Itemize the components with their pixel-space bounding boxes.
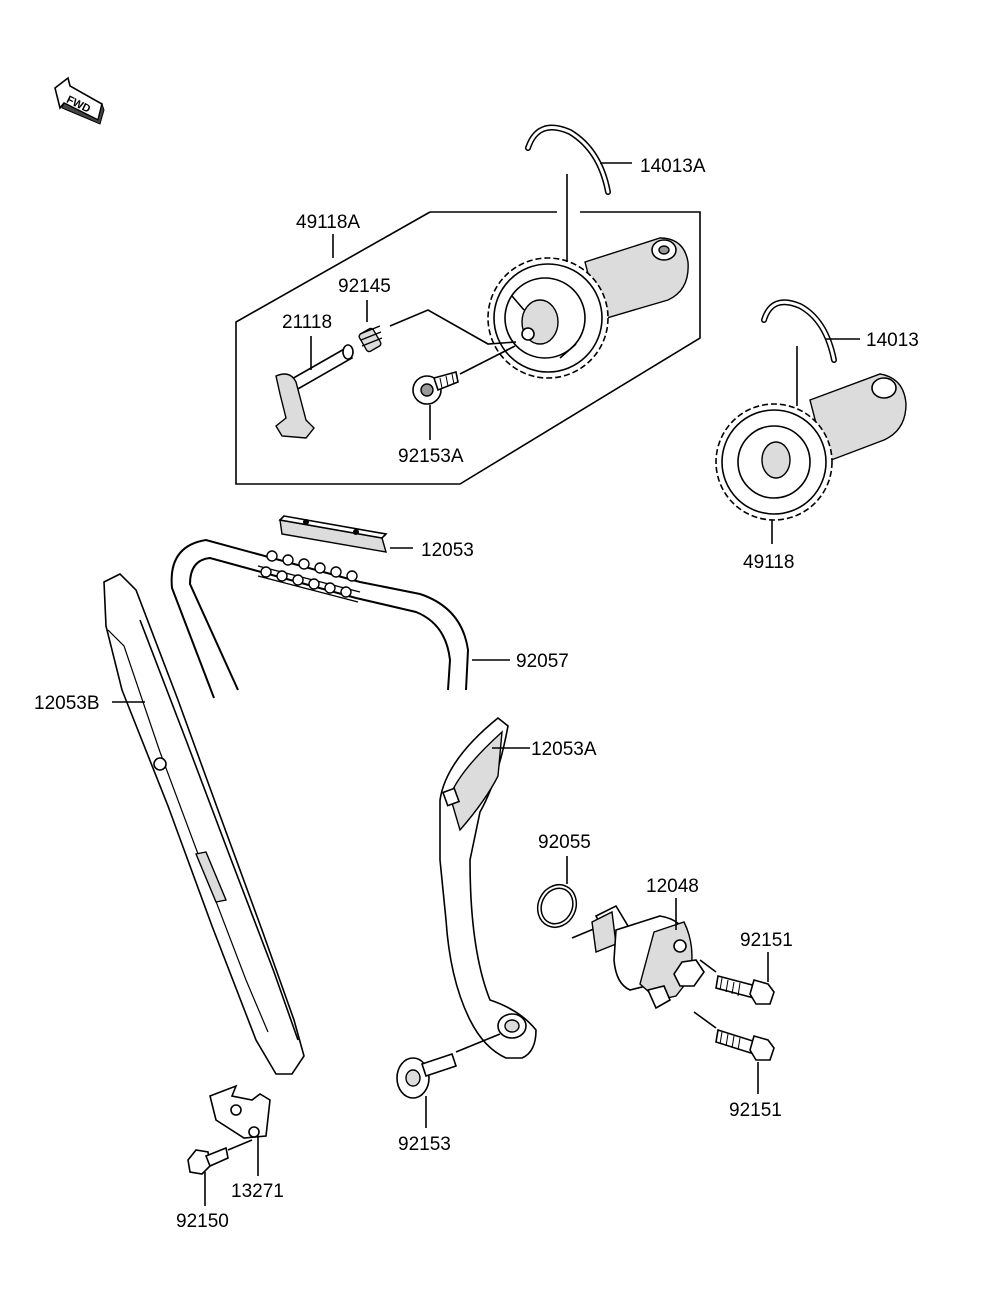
camshaft-49118 — [715, 346, 907, 544]
spring-92145 — [358, 300, 517, 353]
label-92145: 92145 — [338, 276, 391, 297]
label-12053b: 12053B — [34, 693, 100, 714]
timing-chain-92057 — [170, 538, 510, 699]
label-13271: 13271 — [231, 1181, 284, 1202]
label-92150: 92150 — [176, 1211, 229, 1232]
label-12053a: 12053A — [531, 739, 597, 760]
label-49118: 49118 — [743, 552, 794, 573]
label-21118: 21118 — [282, 312, 332, 333]
bolt-92151-upper — [699, 952, 775, 1005]
label-92151-lower: 92151 — [729, 1100, 782, 1121]
label-92055: 92055 — [538, 832, 591, 853]
label-49118a: 49118A — [296, 212, 360, 233]
label-12053: 12053 — [421, 540, 474, 561]
tensioner-12048 — [591, 898, 705, 1010]
label-14013: 14013 — [866, 330, 919, 351]
tensioner-guide-12053a — [439, 716, 537, 1059]
decomp-shaft-21118 — [275, 336, 354, 439]
label-92151-upper: 92151 — [740, 930, 793, 951]
circlip-14013a — [525, 124, 632, 195]
plate-13271 — [209, 1084, 271, 1176]
label-12048: 12048 — [646, 876, 699, 897]
fwd-arrow-icon: FWD — [54, 76, 105, 125]
bolt-92150 — [187, 1139, 253, 1206]
bolt-92153 — [396, 1052, 458, 1128]
o-ring-92055 — [536, 856, 597, 939]
label-92153a: 92153A — [398, 446, 464, 467]
circlip-14013 — [761, 299, 860, 363]
camshaft-49118a — [487, 174, 689, 379]
label-14013a: 14013A — [640, 156, 706, 177]
assembly-49118a-outline — [235, 211, 701, 485]
chain-guide-12053 — [278, 515, 413, 553]
bolt-92151-lower — [693, 1011, 775, 1094]
bolt-92153a — [412, 345, 516, 440]
chain-guide-12053b — [103, 573, 305, 1075]
label-92057: 92057 — [516, 651, 569, 672]
label-92153: 92153 — [398, 1134, 451, 1155]
